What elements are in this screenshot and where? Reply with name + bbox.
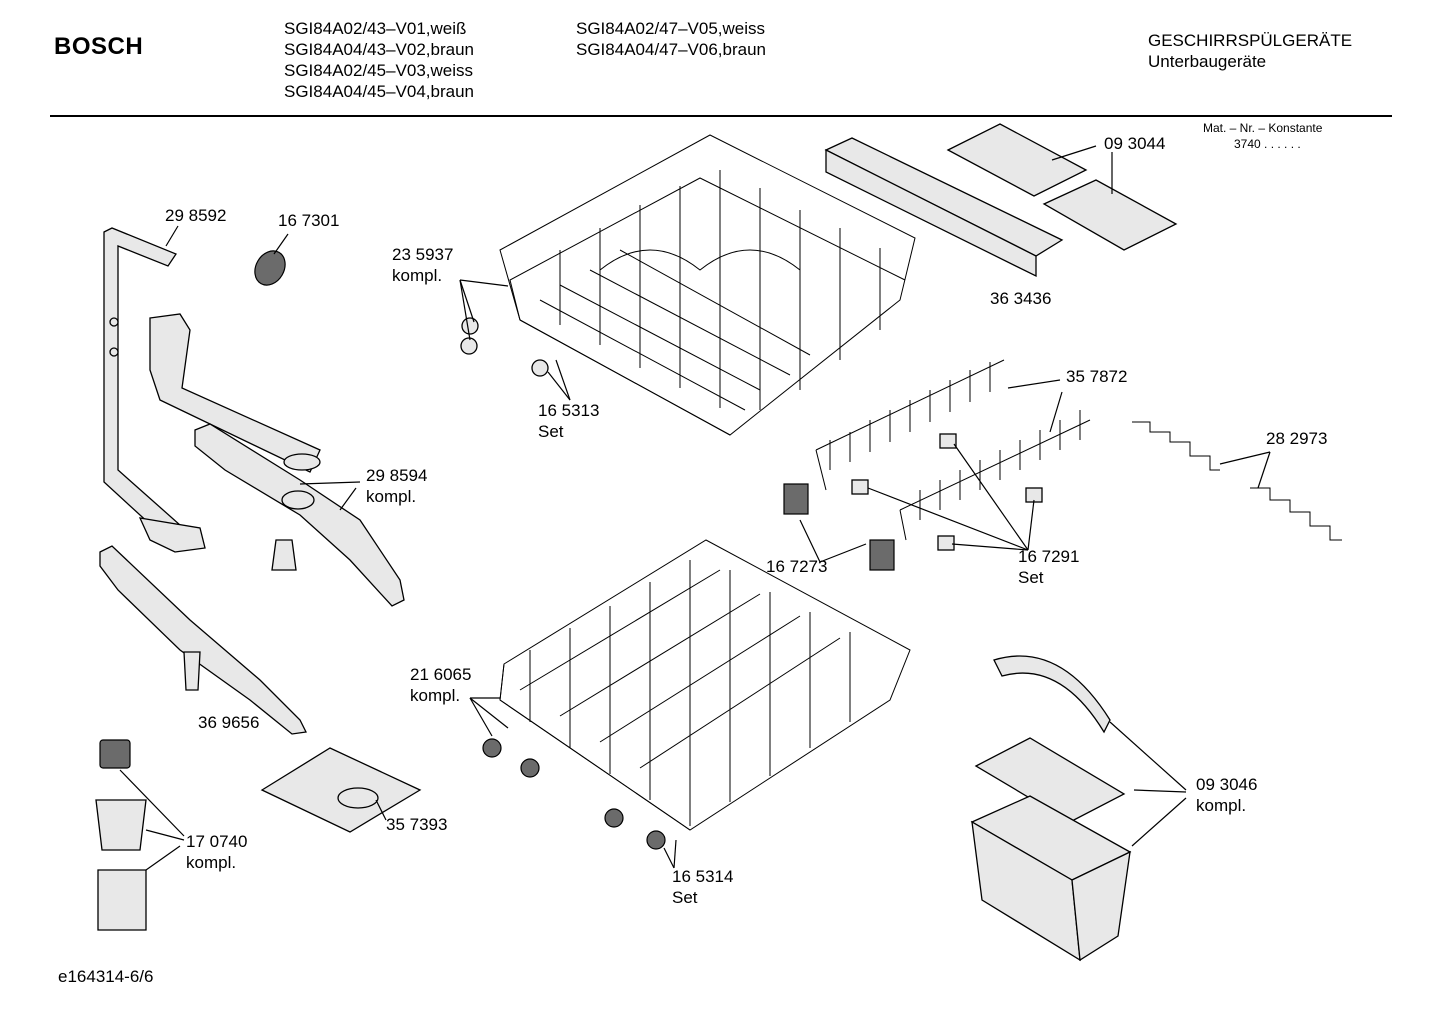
upper-spray-feed: [149, 313, 321, 473]
cutlery-basket: [970, 655, 1132, 962]
part-167291-sub: Set: [1018, 568, 1044, 587]
part-369656-label: 36 9656: [198, 713, 260, 732]
part-298594-label: 29 8594: [366, 466, 428, 485]
clips: [783, 433, 1043, 571]
tine-rows: [815, 359, 1091, 541]
mat-nr-value: 3740 . . . . . .: [1234, 137, 1301, 151]
part-170740-label: 17 0740: [186, 832, 248, 851]
category-subtitle: Unterbaugeräte: [1148, 52, 1267, 71]
part-216065-label: 21 6065: [410, 665, 472, 684]
part-167301-label: 16 7301: [278, 211, 340, 230]
document-code: e164314-6/6: [58, 967, 154, 986]
model-line-4: SGI84A04/45–V04,braun: [284, 82, 474, 101]
part-216065-sub: kompl.: [410, 686, 461, 705]
filter-set: [95, 739, 147, 931]
header-divider: [50, 115, 1392, 117]
category-title: GESCHIRRSPÜLGERÄTE: [1148, 31, 1353, 50]
part-165313-label: 16 5313: [538, 401, 600, 420]
part-093046-sub: kompl.: [1196, 796, 1247, 815]
filter-cap: [254, 250, 286, 286]
part-165313-sub: Set: [538, 422, 564, 441]
lower-basket-wheels: [482, 738, 666, 850]
spray-tube-part: [103, 227, 206, 553]
part-170740-sub: kompl.: [186, 853, 237, 872]
part-093044-label: 09 3044: [1104, 134, 1166, 153]
part-235937-label: 23 5937: [392, 245, 454, 264]
part-357393-label: 35 7393: [386, 815, 448, 834]
upper-basket: [499, 134, 916, 436]
part-298594-sub: kompl.: [366, 487, 417, 506]
brand-logo: BOSCH: [54, 33, 144, 60]
step-rails: [1132, 421, 1342, 541]
part-167291-label: 16 7291: [1018, 547, 1080, 566]
part-165314-sub: Set: [672, 888, 698, 907]
part-167273-label: 16 7273: [766, 557, 828, 576]
part-363436-label: 36 3436: [990, 289, 1052, 308]
upper-spray-arm: [194, 423, 405, 607]
nozzle-part: [271, 539, 297, 571]
model-line-1: SGI84A02/43–V01,weiß: [284, 19, 467, 38]
part-235937-sub: kompl.: [392, 266, 443, 285]
model-line-6: SGI84A04/47–V06,braun: [576, 40, 766, 59]
part-298592-label: 29 8592: [165, 206, 227, 225]
model-line-2: SGI84A04/43–V02,braun: [284, 40, 474, 59]
upper-basket-wheels: [460, 317, 549, 377]
model-line-3: SGI84A02/45–V03,weiss: [284, 61, 474, 80]
part-282973-label: 28 2973: [1266, 429, 1328, 448]
part-165314-label: 16 5314: [672, 867, 734, 886]
part-093046-label: 09 3046: [1196, 775, 1258, 794]
leader-lines: [119, 145, 1271, 871]
part-357872-label: 35 7872: [1066, 367, 1128, 386]
model-line-5: SGI84A02/47–V05,weiss: [576, 19, 766, 38]
mat-nr-label: Mat. – Nr. – Konstante: [1203, 121, 1323, 135]
lower-basket: [499, 539, 911, 831]
lower-spray-arm: [99, 545, 307, 735]
cutlery-tray: [824, 137, 1064, 278]
cover-plate: [260, 747, 422, 833]
tray-inserts: [946, 123, 1178, 251]
